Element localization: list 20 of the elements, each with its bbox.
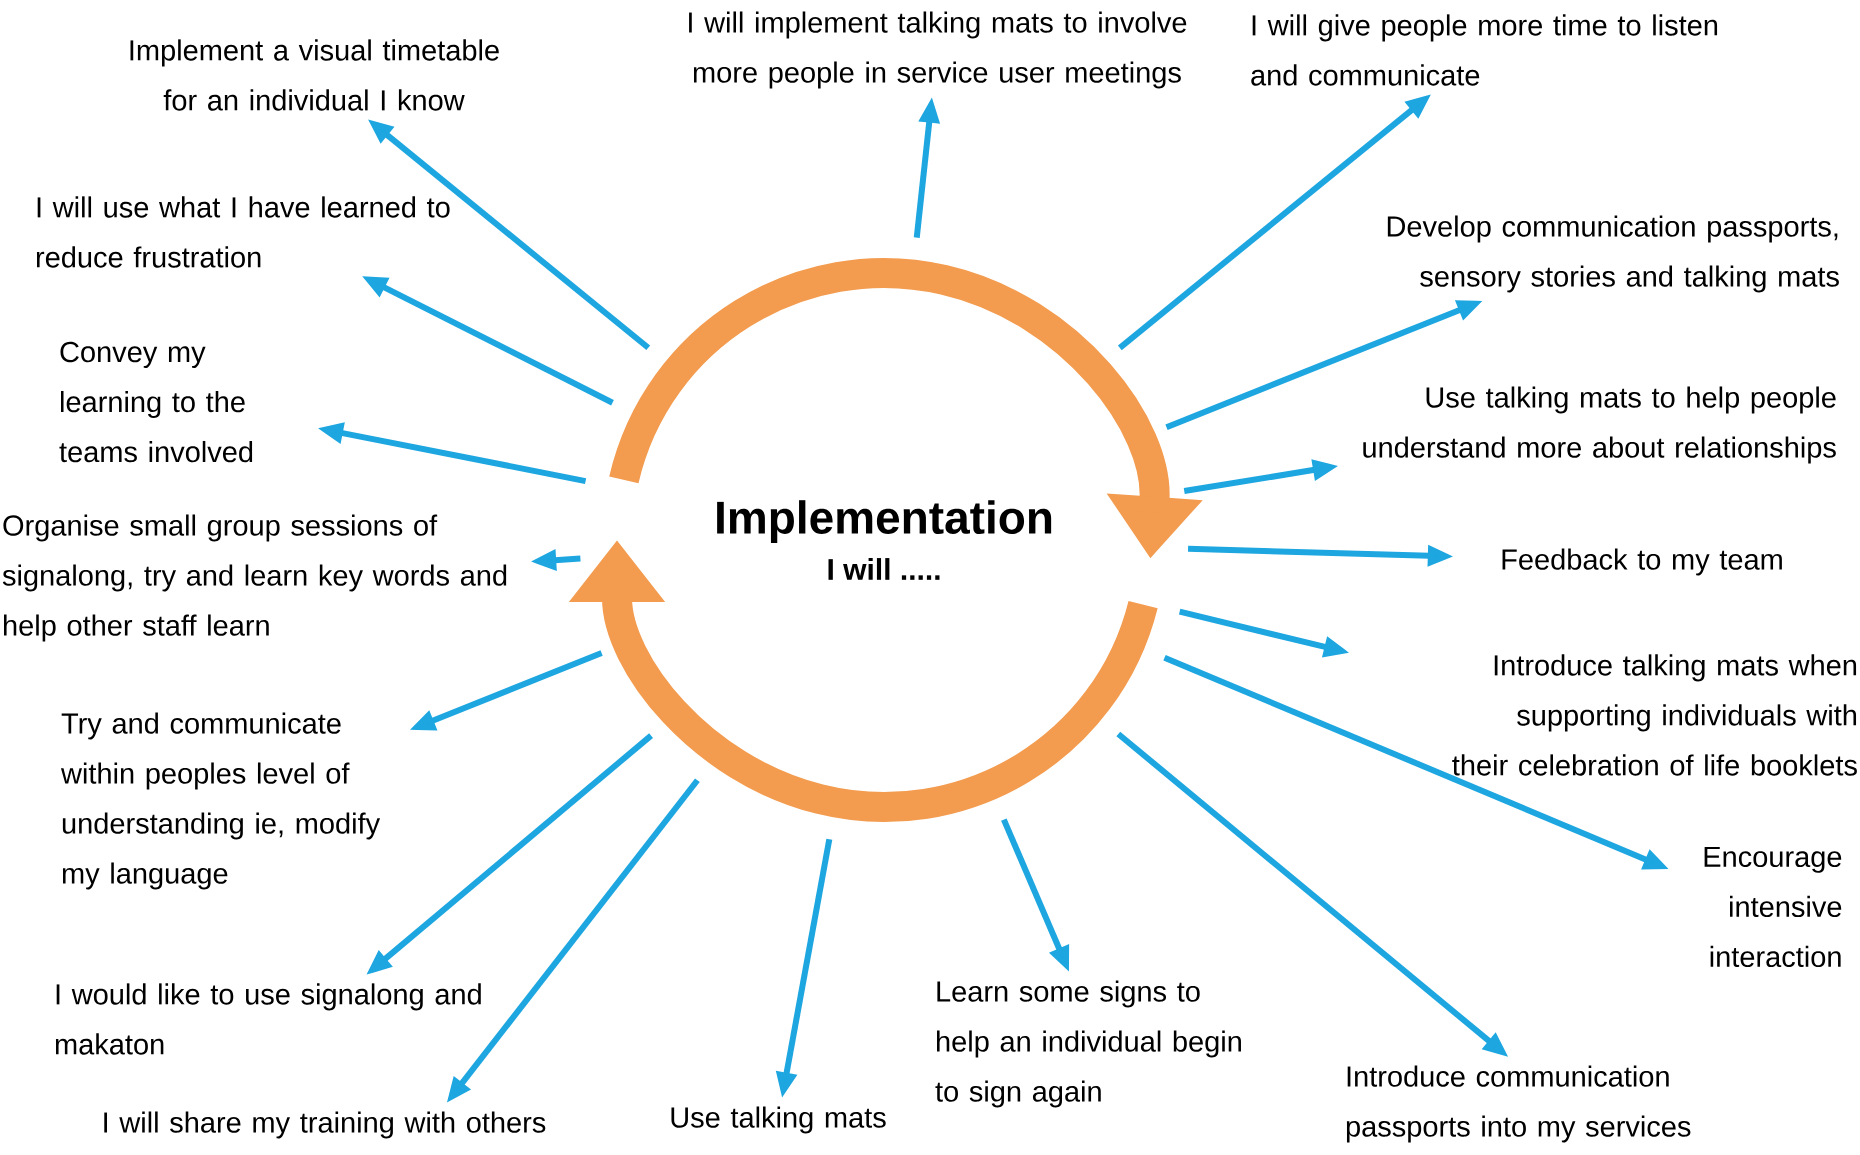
text-label: Introduce talking mats when supporting individuals with their celebration of life booklets <box>1452 654 1857 776</box>
text-label: Introduce communication passports into my services <box>1346 1065 1691 1143</box>
text-label: I will implement talking mats to involve more people in service user meetings <box>689 11 1187 89</box>
text-label: I will give people more time to listen and communicate <box>1251 14 1718 86</box>
text-label: Use talking mats to help people understand more about relationships <box>1363 386 1836 464</box>
text-label: Organise small group sessions of signalong, try and learn key words and help other staff learn <box>2 514 507 642</box>
text-label: I will share my training with others <box>104 1111 546 1139</box>
text-label: Use talking mats <box>671 1106 886 1134</box>
node-label: Implementation <box>717 500 1052 544</box>
cycle-ring: Implementation I will ..... <box>568 258 1203 822</box>
text-label: Encourage intensive interaction <box>1704 846 1842 968</box>
text-label: Feedback to my team <box>1502 548 1782 576</box>
text-label: Learn some signs to help an individual begin to sign again <box>935 980 1241 1108</box>
node-label: I will ..... <box>828 558 940 580</box>
text-label: Develop communication passports, sensory stories and talking mats <box>1387 215 1839 293</box>
text-label: Convey my learning to the teams involved <box>59 341 253 463</box>
text-label: Try and communicate within peoples level of understanding ie, modify my language <box>60 712 381 890</box>
text-label: I would like to use signalong and makaton <box>55 983 481 1055</box>
text-label: Implement a visual timetable for an individual I know <box>130 39 499 111</box>
text-label: I will use what I have learned to reduce frustration <box>36 196 450 268</box>
